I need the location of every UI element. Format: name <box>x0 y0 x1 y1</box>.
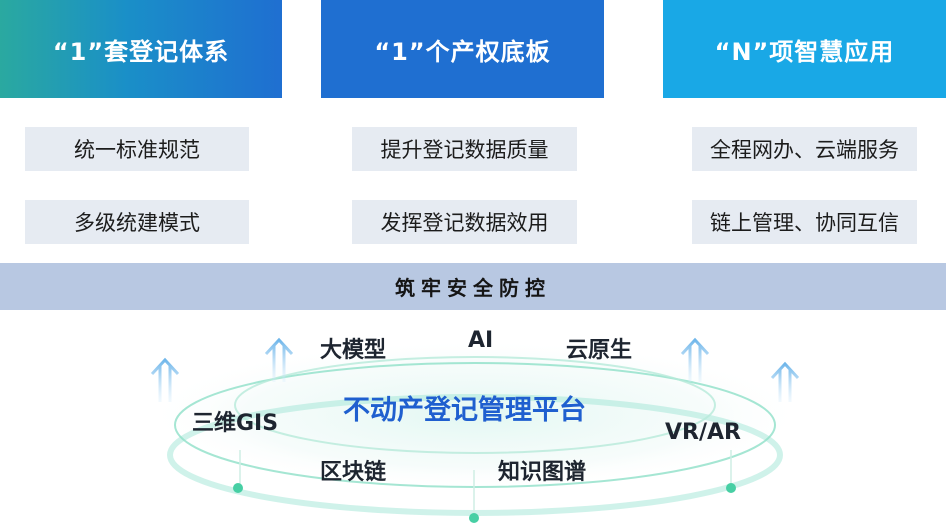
security-band: 筑牢安全防控 <box>0 263 946 310</box>
platform-title: 不动产登记管理平台 <box>343 395 586 426</box>
tech-3d-gis: 三维GIS <box>192 411 279 436</box>
middle-ring <box>174 362 776 488</box>
header-unified-system: “1”套登记体系 <box>0 0 282 98</box>
pill-improve-data-quality: 提升登记数据质量 <box>352 127 577 171</box>
header-smart-applications: “N”项智慧应用 <box>663 0 946 98</box>
node-dot-icon <box>233 483 243 493</box>
pill-online-cloud-service: 全程网办、云端服务 <box>692 127 917 171</box>
tech-vr-ar: VR/AR <box>665 420 741 445</box>
pill-leverage-data-value: 发挥登记数据效用 <box>352 200 577 244</box>
header-property-base: “1”个产权底板 <box>321 0 604 98</box>
tech-knowledge-graph: 知识图谱 <box>498 460 587 485</box>
tech-large-model: 大模型 <box>320 338 387 363</box>
tech-cloud-native: 云原生 <box>566 338 633 363</box>
tech-blockchain: 区块链 <box>320 460 387 485</box>
node-dot-icon <box>469 513 479 523</box>
up-arrow-icon <box>770 361 800 402</box>
pill-chain-collaboration: 链上管理、协同互信 <box>692 200 917 244</box>
up-arrow-icon <box>150 357 180 402</box>
outer-ring <box>167 394 783 516</box>
pill-unified-standards: 统一标准规范 <box>25 127 249 171</box>
inner-ring <box>234 356 716 454</box>
tech-ai: AI <box>468 328 494 353</box>
node-dot-icon <box>726 483 736 493</box>
up-arrow-icon <box>680 337 710 382</box>
up-arrow-icon <box>264 337 294 382</box>
pill-multilevel-construction: 多级统建模式 <box>25 200 249 244</box>
platform-rings <box>145 337 805 523</box>
platform-glow <box>145 340 805 490</box>
